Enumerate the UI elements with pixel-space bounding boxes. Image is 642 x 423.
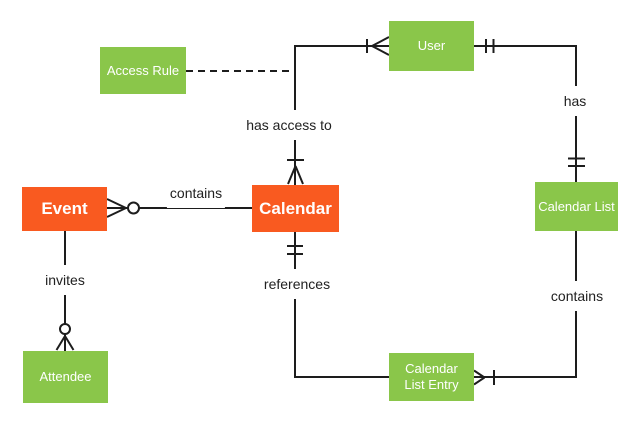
entity-access-rule[interactable]: Access Rule	[100, 47, 186, 94]
entity-label: Calendar List	[538, 198, 615, 214]
edge-label-contains-right: contains	[547, 281, 607, 311]
zero-ring-icon	[127, 201, 140, 215]
crows-foot-many-icon	[287, 165, 304, 185]
entity-label: Calendar List Entry	[404, 361, 459, 392]
edge-line	[474, 231, 577, 378]
entity-calendar-list-entry[interactable]: Calendar List Entry	[389, 353, 474, 401]
entity-calendar-list[interactable]: Calendar List	[535, 182, 618, 231]
edge-entry-references-calendar	[287, 232, 389, 378]
one-and-only-one-bars-icon	[485, 39, 495, 53]
crows-foot-many-icon	[106, 198, 127, 218]
entity-label: Access Rule	[106, 62, 180, 78]
entity-user[interactable]: User	[389, 21, 474, 71]
entity-label: Event	[41, 199, 88, 218]
edge-label-invites: invites	[42, 265, 88, 295]
edge-label-has: has	[560, 86, 590, 116]
entity-label: User	[417, 38, 446, 53]
edge-label-contains: contains	[166, 178, 226, 208]
edge-label-references: references	[260, 269, 334, 299]
edge-line	[474, 45, 577, 182]
one-and-only-one-bars-icon	[568, 157, 585, 167]
zero-ring-icon	[59, 323, 71, 335]
one-and-only-one-bars-icon	[287, 245, 303, 255]
edge-calendar-contains-event	[106, 198, 252, 218]
entity-calendar[interactable]: Calendar	[252, 185, 339, 232]
edge-line	[294, 232, 389, 378]
entity-attendee[interactable]: Attendee	[23, 351, 108, 403]
entity-label: Calendar	[259, 198, 332, 218]
crows-foot-many-icon	[371, 36, 390, 56]
edge-label-has-access-to: has access to	[243, 110, 335, 140]
edge-user-has-calendar-list	[474, 39, 585, 182]
crows-foot-many-icon	[55, 335, 75, 351]
entity-label: Attendee	[39, 369, 92, 384]
edge-calendar-list-contains-entry	[473, 231, 577, 386]
crows-foot-many-icon	[473, 369, 486, 386]
entity-event[interactable]: Event	[22, 187, 107, 231]
